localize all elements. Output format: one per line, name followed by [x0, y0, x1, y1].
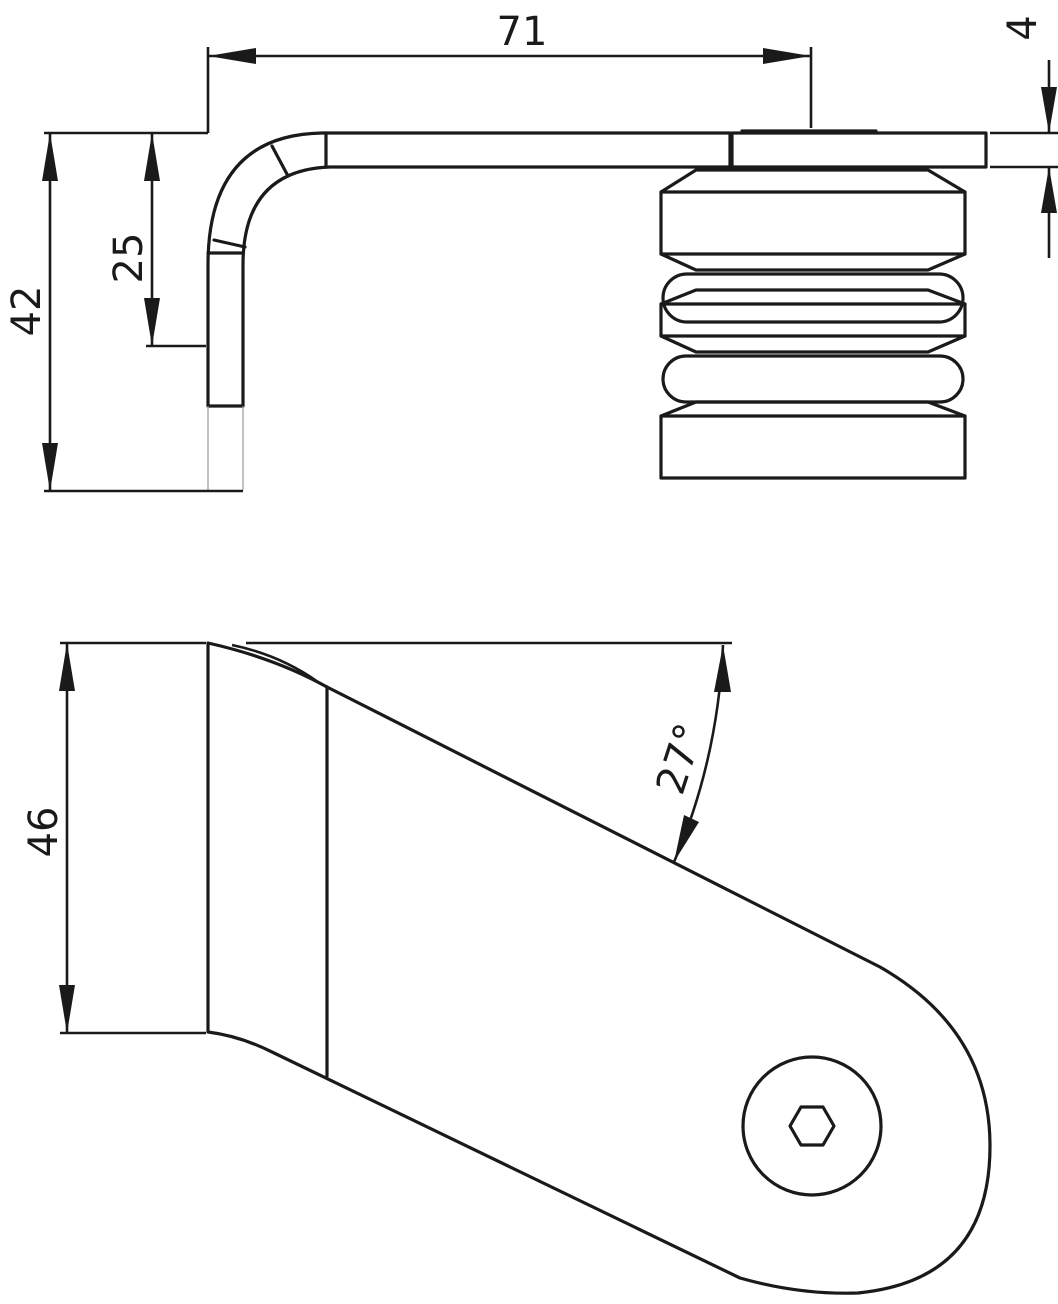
knob-roll-2 — [661, 354, 965, 404]
arrowhead — [1041, 167, 1057, 213]
arrowhead — [144, 298, 160, 346]
dimension-label-25: 25 — [106, 233, 152, 284]
knob-rib-3 — [659, 400, 967, 480]
dimension-angle-27: 27° — [246, 641, 732, 863]
dimension-label-4: 4 — [1000, 15, 1046, 40]
knob-rib-2 — [659, 288, 967, 354]
dimension-label-46: 46 — [21, 807, 67, 858]
dimension-25: 25 — [106, 133, 206, 348]
lever-outline — [206, 641, 992, 1295]
ribbed-knob — [659, 168, 967, 480]
arrowhead — [42, 133, 58, 181]
dimension-42: 42 — [4, 131, 243, 493]
arrowhead — [59, 643, 75, 691]
hex-socket-icon — [788, 1105, 836, 1147]
dimension-71: 71 — [206, 9, 813, 133]
arrowhead — [208, 48, 256, 64]
dimension-label-27: 27° — [648, 718, 714, 800]
arrowhead — [763, 48, 811, 64]
dimension-4: 4 — [990, 15, 1058, 258]
arrowhead — [1041, 87, 1057, 133]
dimension-label-42: 42 — [4, 286, 50, 337]
arrowhead — [674, 815, 699, 862]
side-view: 46 27° — [21, 641, 992, 1295]
top-view: 71 4 42 25 — [4, 9, 1058, 493]
lever-inner-edge — [231, 643, 319, 684]
dimension-label-71: 71 — [497, 9, 548, 55]
knob-rib-1 — [659, 168, 967, 272]
bend-line-middle — [270, 144, 290, 178]
arrowhead — [144, 133, 160, 181]
knob-roll-1 — [661, 272, 965, 324]
arrowhead — [42, 443, 58, 491]
arrowhead — [714, 645, 731, 692]
dimension-46: 46 — [21, 641, 206, 1035]
bend-line-lower — [212, 238, 247, 249]
head-plate — [730, 131, 988, 169]
arrowhead — [59, 985, 75, 1033]
screw-head — [741, 1055, 883, 1197]
bracket-outline — [206, 131, 732, 408]
